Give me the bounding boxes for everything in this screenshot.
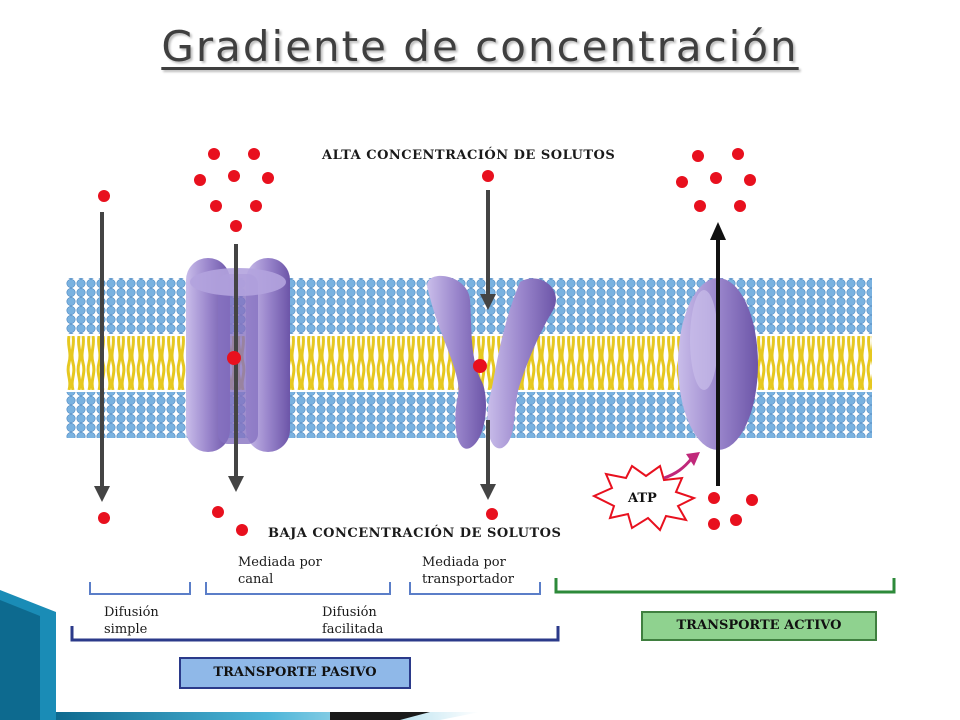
active-transport-label: TRANSPORTE ACTIVO xyxy=(676,618,842,633)
bracket-simple xyxy=(89,582,191,595)
atp-burst xyxy=(591,452,700,532)
slide-title: Gradiente de concentración xyxy=(161,22,799,71)
passive-transport-label: TRANSPORTE PASIVO xyxy=(213,665,377,680)
low-concentration-label: BAJA CONCENTRACIÓN DE SOLUTOS xyxy=(268,526,562,541)
passive-transport-box xyxy=(179,657,411,689)
bracket-passive xyxy=(70,626,560,642)
high-concentration-label: ALTA CONCENTRACIÓN DE SOLUTOS xyxy=(322,148,616,163)
solutes xyxy=(98,148,758,536)
bracket-active xyxy=(554,578,896,594)
atp-label: ATP xyxy=(628,491,657,506)
slide-corner-decoration xyxy=(0,590,480,720)
bracket-channel xyxy=(205,582,391,595)
bracket-carrier xyxy=(409,582,541,595)
active-transport-box xyxy=(641,611,877,641)
carrier-protein xyxy=(427,275,556,449)
channel-protein xyxy=(186,258,290,452)
